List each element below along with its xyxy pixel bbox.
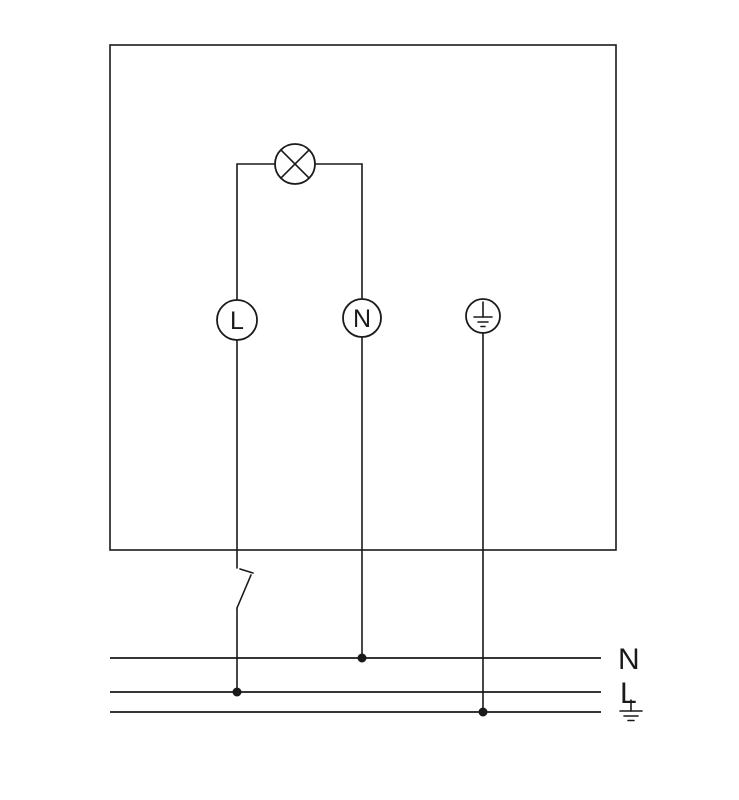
bus-label-live: L: [620, 677, 637, 710]
bus-label-neutral: N: [618, 643, 640, 676]
terminal-neutral-label: N: [353, 305, 371, 333]
switch-icon: [236, 568, 254, 609]
terminal-live: L: [216, 299, 258, 341]
junction-dot-neutral: [357, 653, 367, 663]
earth-symbol-icon: [473, 301, 493, 328]
junction-dot-live: [232, 687, 242, 697]
junction-dot-earth: [478, 707, 488, 717]
terminal-neutral: N: [342, 298, 382, 338]
bus-earth-symbol-icon: [619, 699, 643, 722]
wire-lamp-to-neutral-terminal: [314, 163, 363, 300]
terminal-live-label: L: [230, 307, 244, 335]
wire-lamp-to-live-terminal: [236, 163, 276, 301]
lamp-icon: [274, 143, 316, 185]
terminal-earth: [465, 298, 501, 334]
device-outline: [109, 44, 617, 551]
